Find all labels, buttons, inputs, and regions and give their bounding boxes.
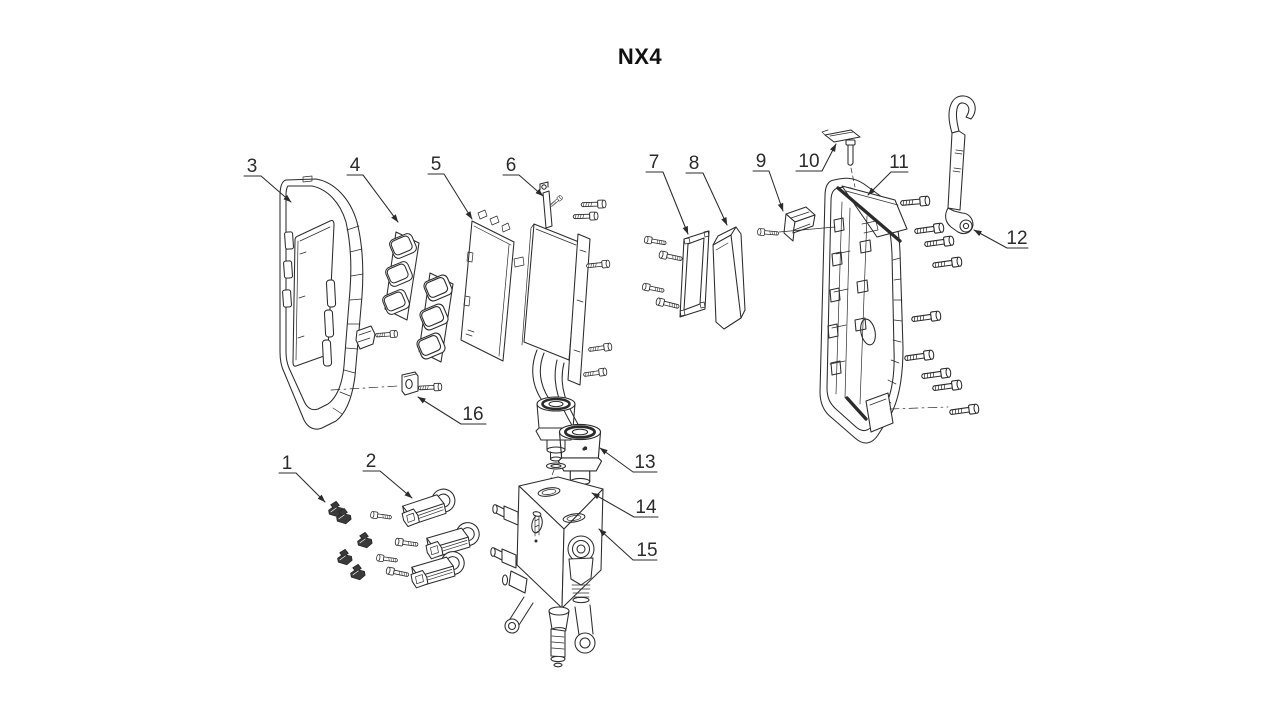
callout-label-13: 13 [634,452,655,473]
callout-label-15: 15 [636,540,657,561]
callout-label-3: 3 [247,156,258,177]
leader-line-14 [591,492,659,518]
leader-line-2 [362,470,413,499]
callout-label-10: 10 [798,151,819,172]
leader-line-15 [598,528,658,561]
leader-line-16 [417,396,487,425]
leader-line-3 [243,175,292,203]
leader-line-13 [599,447,658,473]
leader-line-7 [645,171,689,235]
part-2-connector-blocks [370,486,483,589]
callout-label-2: 2 [366,451,377,472]
callout-label-16: 16 [462,404,483,425]
callout-label-1: 1 [282,453,293,474]
leader-line-11 [867,171,909,196]
leader-line-10 [795,143,837,172]
part-9-mount-clip [757,206,836,242]
leader-line-12 [973,229,1029,249]
callout-label-4: 4 [350,155,361,176]
callout-label-5: 5 [431,154,442,175]
callout-label-9: 9 [756,151,767,172]
part-16-button [330,371,443,396]
part-7-gasket-frame [642,230,710,318]
callout-labels: 1 2 3 4 5 6 7 8 9 10 11 12 13 14 15 16 [247,151,1028,561]
part-7-screws [642,236,683,310]
part-1-retainer-clips [326,499,374,582]
leader-line-5 [427,173,473,220]
part-13-solenoid-valves [535,396,603,495]
part-4-button-pads [380,231,455,363]
callout-label-6: 6 [506,155,517,176]
part-11-back-plate [819,177,980,444]
callout-label-12: 12 [1006,228,1027,249]
part-3-front-cover [279,175,399,430]
part-6-display-assembly [521,181,613,428]
leader-line-1 [278,472,326,503]
callout-leaders [243,143,1029,561]
callout-label-8: 8 [689,153,700,174]
leader-line-8 [685,172,728,226]
diagram-title: NX4 [617,44,663,69]
part-10-latch-pin [821,129,861,188]
leader-line-4 [346,174,399,223]
callout-label-14: 14 [635,497,657,518]
callout-label-11: 11 [889,152,909,173]
part-8-battery-block [712,226,746,330]
leader-line-6 [502,174,544,197]
part-15-valve-manifold [490,447,604,668]
part-12-hanger-hook [945,95,976,235]
part-5-circuit-board [460,209,525,362]
leader-line-9 [752,170,784,212]
callout-label-7: 7 [649,152,660,173]
